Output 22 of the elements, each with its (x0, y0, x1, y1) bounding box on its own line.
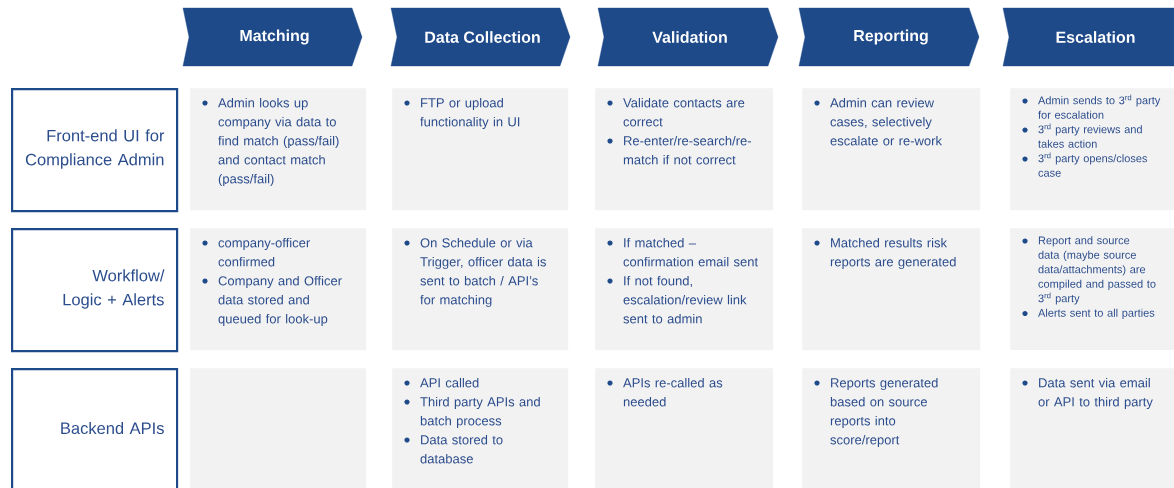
text-cell: Report and source data (maybe source data/attachments) are compiled and passed to 3$^{rd}$ party Alerts sent to all parties (1010, 228, 1174, 351)
text-cell: Validate contacts are correct Re-enter/re-search/re-match if not correct (595, 88, 774, 211)
column-header-banner: Data Collection (390, 7, 571, 67)
text-cell: APIs re-called as needed (595, 368, 774, 488)
text-cell: Admin looks up company via data to find match (pass/fail) and contact match (pass/fail) (190, 88, 367, 211)
text-cell: company-officer confirmed Company and Officer data stored and queued for look-up (190, 228, 367, 351)
text-cell: Reports generated based on source reports into score/report (802, 368, 981, 488)
text-cell: Matched results risk reports are generated (802, 228, 981, 351)
text-cell: On Schedule or via Trigger, officer data is sent to batch / API’s for matching (392, 228, 569, 351)
row-header-box: Backend APIs (11, 368, 179, 488)
text-cell: API called Third party APIs and batch process Data stored to database (392, 368, 569, 488)
column-header-banner: Validation (597, 7, 779, 67)
text-cell: If matched – confirmation email sent If not found, escalation/review link sent to admin (595, 228, 774, 351)
row-header-box: Workflow/ Logic + Alerts (11, 228, 179, 353)
text-cell: FTP or upload functionality in UI (392, 88, 569, 211)
text-cell: Admin can review cases, selectively escalate or re-work (802, 88, 981, 211)
row-header-box: Front-end UI for Compliance Admin (11, 88, 179, 213)
text-cell: Data sent via email or API to third party (1010, 368, 1174, 488)
column-header-banner: Reporting (798, 7, 980, 67)
column-header-banner: Matching (182, 7, 363, 67)
column-header-banner: Escalation (1002, 7, 1174, 67)
text-cell: Admin sends to 3$^{rd}$ party for escalation 3$^{rd}$ party reviews and takes action 3$^{rd}$ party opens/closes case (1010, 88, 1174, 211)
